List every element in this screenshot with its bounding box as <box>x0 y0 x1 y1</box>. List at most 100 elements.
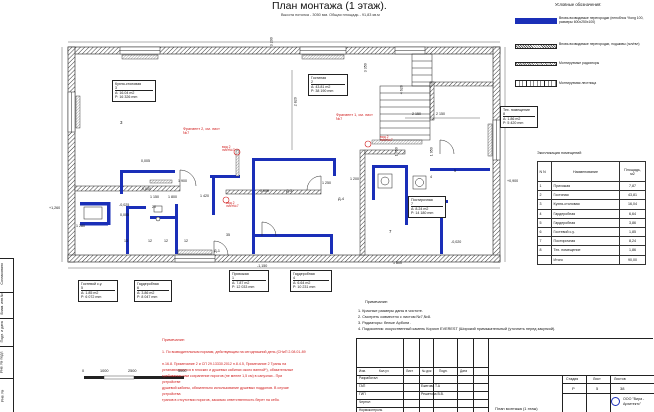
legend-heading: Условные обозначения: <box>555 2 602 7</box>
tb-col-head: Дата <box>460 369 468 373</box>
level-mark: 0,000 <box>260 189 269 193</box>
view-2-note-a: вид 2 лист№7 <box>222 145 235 153</box>
level-mark: 0,005 <box>120 213 129 217</box>
dim-label: 1 900 <box>178 179 187 183</box>
tb-role: ГАП <box>359 384 366 388</box>
dim-label: 2 820 <box>293 97 298 107</box>
dim-label: 7 <box>389 229 392 234</box>
table-cell: 4 <box>537 208 552 219</box>
view-2-note-b: вид 2 лист№7 <box>380 135 393 143</box>
legend-swatch-radiator <box>515 62 557 66</box>
table-cell: Кухня-столовая <box>551 199 620 210</box>
radiators <box>75 54 493 255</box>
dim-label: 1 750 <box>394 147 399 157</box>
left-strip-lines <box>0 0 14 412</box>
table-cell: Гостиная <box>551 190 620 201</box>
view-2-note-c: вид 2 лист№7 <box>226 201 239 209</box>
fixtures <box>83 173 427 222</box>
new-partitions <box>80 158 490 254</box>
red-note-line: устройства <box>162 392 181 396</box>
table-cell: 5 <box>537 217 552 228</box>
table-cell: 16,04 <box>619 199 646 210</box>
dim-label: 3 <box>120 120 123 125</box>
remark-item: 3. Радиаторы: белые Арбони . <box>358 321 412 325</box>
level-mark: -0,025 <box>119 203 130 207</box>
scale-label: 5000 <box>178 369 187 373</box>
red-note-line: 1. По возводительным нормам, действующим… <box>162 350 306 354</box>
table-cell: 7 <box>537 236 552 247</box>
tb-role: Разработал <box>359 376 378 380</box>
dim-label: 35 <box>226 233 230 237</box>
dim-label: 2 150 <box>412 112 421 116</box>
tb-sheets-label: Листов <box>614 377 626 381</box>
table-cell: Постирочная <box>551 236 620 247</box>
legend-swatch-blue <box>515 18 557 24</box>
fragment-1-note: Фрагмент 1, см. лист №7 <box>336 113 373 121</box>
explication-heading: Экспликация помещений <box>537 151 582 155</box>
table-cell: Гостевой с.у. <box>551 226 620 238</box>
level-mark: +0,900 <box>507 179 519 183</box>
table-cell: Прихожая <box>551 180 620 192</box>
legend-item-new-blocks: Вновь возводимые перегородки (пеноблок Y… <box>559 16 644 25</box>
dim-label: 13 <box>124 239 128 243</box>
dim-label: 3 350 <box>363 63 368 73</box>
legend-item-radiators: Монтируемые радиаторы <box>559 61 600 65</box>
tb-name: Решетова В.В. <box>421 392 444 396</box>
dim-label: 4 620 <box>399 85 404 95</box>
level-mark: -0,020 <box>451 240 462 244</box>
tb-col-head: Лист <box>406 369 413 373</box>
page-title: План монтажа (1 этаж). <box>272 0 387 12</box>
room-guest-wc: Гостевой с.у. 5 A: 1.85 m2 P: 6 072 mm <box>78 280 118 302</box>
table-cell: 3 <box>537 199 552 210</box>
table-cell: Гардеробная <box>551 217 620 228</box>
dim-label: 1 250 <box>322 181 331 185</box>
door-label-d3: Д-3 <box>286 189 292 193</box>
scale-label: 0 <box>82 369 85 373</box>
tb-name: Ежегова Т.А <box>421 384 440 388</box>
table-cell: 1 <box>537 180 552 192</box>
remark-item: 1. Красные размеры даны в чистоте. <box>358 309 423 313</box>
table-cell: 7,87 <box>619 180 646 192</box>
room-wardrobe-4: Гардеробная 4 A: 6.64 m2 P: 10 231 mm <box>290 270 332 292</box>
dim-label: 12 <box>148 239 152 243</box>
title-block: Изм. Кол.уч Лист № док Подп. Дата Разраб… <box>356 338 654 412</box>
red-note-line: устройстве <box>162 380 181 384</box>
table-cell: Итого <box>551 254 620 265</box>
tb-role: Нормоконтроль <box>359 408 383 412</box>
dim-label: 1 800 <box>393 261 402 265</box>
level-mark: 0,005 <box>141 159 150 163</box>
exterior-walls <box>67 46 501 263</box>
level-mark: +1,260 <box>49 206 61 210</box>
room-hallway: Прихожая 1 A: 7.87 m2 P: 12 033 mm <box>229 270 269 292</box>
dim-label: 1 150 <box>150 195 159 199</box>
room-living: Гостиная 2 A: 43.81 m2 P: 38 190 mm <box>308 74 348 96</box>
tb-role: Чертил <box>359 400 371 404</box>
dim-label: 2 150 <box>436 112 445 116</box>
level-mark: 0,000 <box>142 187 151 191</box>
table-cell: 43,81 <box>619 190 646 201</box>
tb-company: ООО "Вира - Архитектс" <box>623 397 645 406</box>
legend-swatch-stair <box>515 80 557 87</box>
gkl-partitions <box>149 139 423 184</box>
door-label-d4: Д-4 <box>338 197 344 201</box>
company-logo-icon <box>611 397 620 406</box>
dim-label: 1 950 <box>429 147 434 157</box>
table-cell: 6,64 <box>619 208 646 219</box>
room-kitchen-dining: Кухня-столовая 3 A: 16.04 m2 P: 16 326 m… <box>112 80 156 102</box>
table-cell: 2 <box>537 190 552 201</box>
tb-col-head: Подп. <box>439 369 448 373</box>
table-cell: 8 <box>537 245 552 256</box>
red-note-heading: Примечание: <box>162 338 186 342</box>
room-wardrobe-6: Гардеробная 6 A: 3.86 m2 P: 8 047 mm <box>134 280 172 302</box>
room-laundry: Постирочная 7 A: 8.24 m2 P: 14 180 mm <box>408 196 446 218</box>
remarks-heading: Примечание: <box>365 300 389 304</box>
red-note-line: душевой кабины, обязательно использовани… <box>162 386 289 390</box>
dim-label: 3 200 <box>269 37 274 47</box>
dim-label: 1 800 <box>168 195 177 199</box>
tb-col-head: Кол.уч <box>379 369 389 373</box>
